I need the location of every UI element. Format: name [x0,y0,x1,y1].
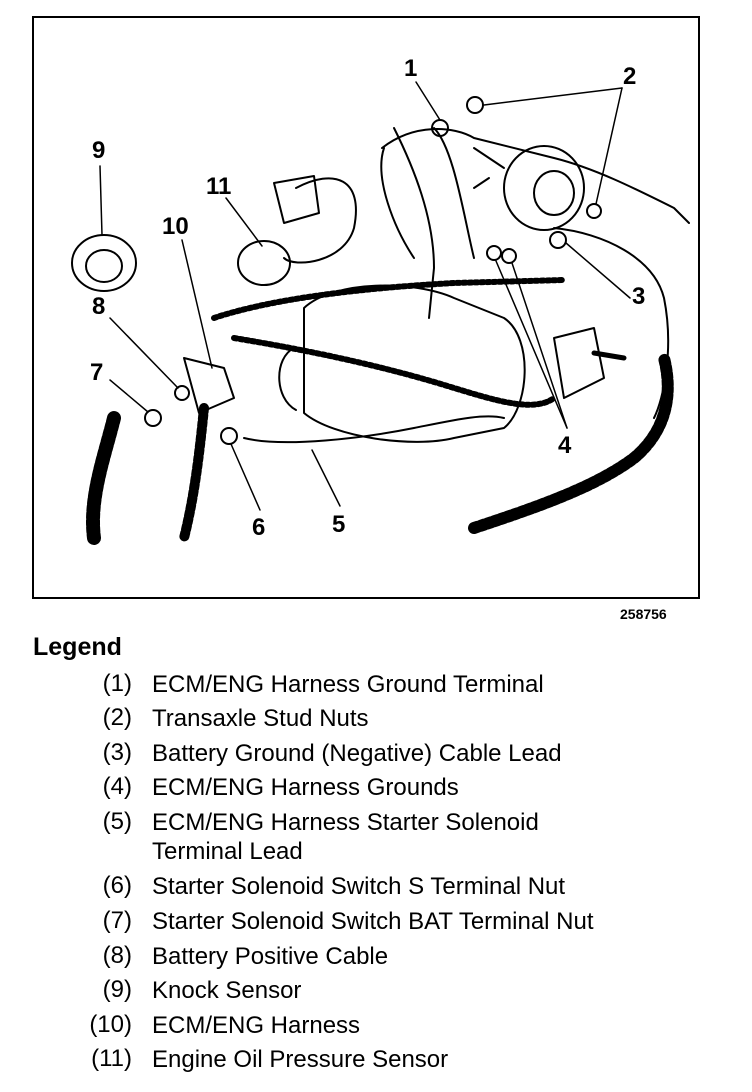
leader-9 [99,165,103,236]
terminal-8 [174,385,190,401]
starter-motor [303,284,526,443]
legend-text: Knock Sensor [152,977,302,1004]
legend-item: (10) ECM/ENG Harness [0,1011,752,1045]
legend-text: ECM/ENG Harness Starter Solenoid Termina… [152,809,539,865]
engine-wiring-diagram: 1 2 3 4 5 6 7 8 9 10 11 [71,55,690,545]
leader-2b [595,87,623,205]
harness-lower-right [468,352,674,534]
actuator-body [503,145,585,231]
ecm-harness-branch [231,335,557,408]
legend-number: (1) [102,670,132,697]
lead-5 [243,415,505,444]
oil-pressure-connector [273,175,320,224]
diagram-frame: 1 2 3 4 5 6 7 8 9 10 11 [32,16,700,599]
leader-11 [225,197,263,247]
legend-text: Starter Solenoid Switch S Terminal Nut [152,873,566,900]
legend-text: Engine Oil Pressure Sensor [152,1046,449,1073]
leader-3 [565,242,631,299]
legend-text: Transaxle Stud Nuts [152,705,369,732]
figure-id: 258756 [620,606,667,622]
callout-10: 10 [162,213,189,240]
legend-number: (6) [102,872,132,899]
legend-text: Battery Positive Cable [152,943,389,970]
legend-item: (1) ECM/ENG Harness Ground Terminal [0,670,752,704]
legend-text: ECM/ENG Harness Grounds [152,774,459,801]
legend-item: (9) Knock Sensor [0,976,752,1010]
callout-5: 5 [332,511,345,538]
legend-number: (2) [102,704,132,731]
callout-6: 6 [252,514,265,541]
legend-item: (7) Starter Solenoid Switch BAT Terminal… [0,907,752,941]
leader-4a [495,260,568,429]
leader-4b [511,262,568,429]
leader-1 [415,81,441,121]
callout-8: 8 [92,293,105,320]
nut-7 [144,409,162,427]
harness-to-solenoid [393,127,435,319]
legend-item: (2) Transaxle Stud Nuts [0,704,752,738]
actuator-cap [533,170,575,216]
legend-number: (11) [91,1045,132,1072]
leader-5 [311,449,341,507]
legend-item: (11) Engine Oil Pressure Sensor [0,1045,752,1079]
ground-4a [486,245,502,261]
battery-positive-cable [86,411,121,545]
stud-nut-2a [466,96,484,114]
legend-item: (8) Battery Positive Cable [0,942,752,976]
legend-text: Battery Ground (Negative) Cable Lead [152,740,562,767]
legend-number: (8) [102,942,132,969]
ground-cable-3 [553,227,670,419]
callout-3: 3 [632,283,645,310]
transaxle-outline [380,147,415,259]
legend-title: Legend [33,633,122,661]
legend-text: ECM/ENG Harness Ground Terminal [152,671,544,698]
legend-number: (7) [102,907,132,934]
leader-8 [109,317,179,389]
legend-number: (9) [102,976,132,1003]
callout-11: 11 [206,173,231,200]
mount-bracket [553,327,605,399]
ecm-harness-main [211,277,567,321]
legend-number: (5) [102,808,132,835]
harness-lower-left [179,403,209,543]
stud-nut-2b [586,203,602,219]
callout-7: 7 [90,359,103,386]
nut-6 [220,427,238,445]
ground-wire-1 [433,127,475,259]
legend-text: ECM/ENG Harness [152,1012,361,1039]
solenoid-bracket [183,357,235,414]
leader-2a [483,87,623,106]
oil-pressure-sensor [237,240,291,286]
knock-sensor [71,234,137,292]
terminal-3 [549,231,567,249]
legend-item: (6) Starter Solenoid Switch S Terminal N… [0,872,752,906]
leader-6 [230,443,261,511]
callout-2: 2 [623,63,636,90]
engine-block-outline [381,128,690,224]
legend-number: (3) [102,739,132,766]
legend-number: (4) [102,773,132,800]
legend-text: Starter Solenoid Switch BAT Terminal Nut [152,908,594,935]
legend-number: (10) [89,1011,132,1038]
legend-item: (5) ECM/ENG Harness Starter Solenoid Ter… [0,808,752,872]
leader-7 [109,379,149,413]
callout-9: 9 [92,137,105,164]
callout-1: 1 [404,55,417,82]
knock-sensor-face [85,249,123,283]
ground-4b [501,248,517,264]
leader-10 [181,239,213,369]
starter-nose [278,347,297,411]
legend-item: (4) ECM/ENG Harness Grounds [0,773,752,807]
legend-item: (3) Battery Ground (Negative) Cable Lead [0,739,752,773]
sensor-pigtail-11 [283,177,357,264]
callout-4: 4 [558,432,572,459]
